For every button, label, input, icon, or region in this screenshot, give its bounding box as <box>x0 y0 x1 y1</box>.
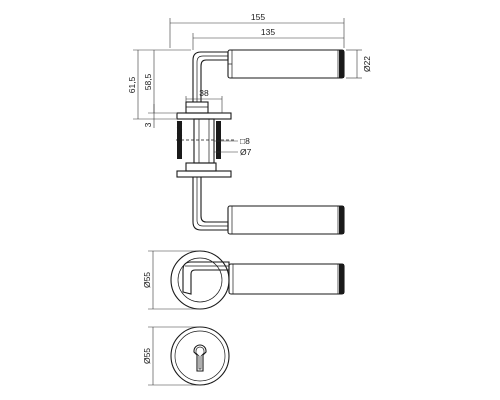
spindle-assembly <box>176 118 238 164</box>
dim-overall-length: 155 <box>251 12 265 22</box>
dim-height-lever: 58,5 <box>143 73 153 90</box>
dim-screw-diameter: Ø7 <box>240 147 252 157</box>
dim-spindle-square: □8 <box>240 136 250 146</box>
dim-grip-length: 135 <box>261 27 275 37</box>
front-view-lever <box>170 250 345 310</box>
lower-rose <box>176 162 232 178</box>
dim-rose-thickness: 3 <box>143 122 153 127</box>
dim-height-total: 61,5 <box>127 76 137 93</box>
dim-rose-diameter-top: Ø55 <box>142 272 152 288</box>
dim-grip-diameter: Ø22 <box>362 56 372 72</box>
upper-lever <box>192 49 345 103</box>
dim-rose-depth: 38 <box>199 88 209 98</box>
dim-rose-diameter-bottom: Ø55 <box>142 348 152 364</box>
escutcheon <box>170 326 230 386</box>
upper-rose <box>176 101 232 120</box>
lower-lever <box>192 176 345 235</box>
dimension-lines <box>133 18 362 386</box>
